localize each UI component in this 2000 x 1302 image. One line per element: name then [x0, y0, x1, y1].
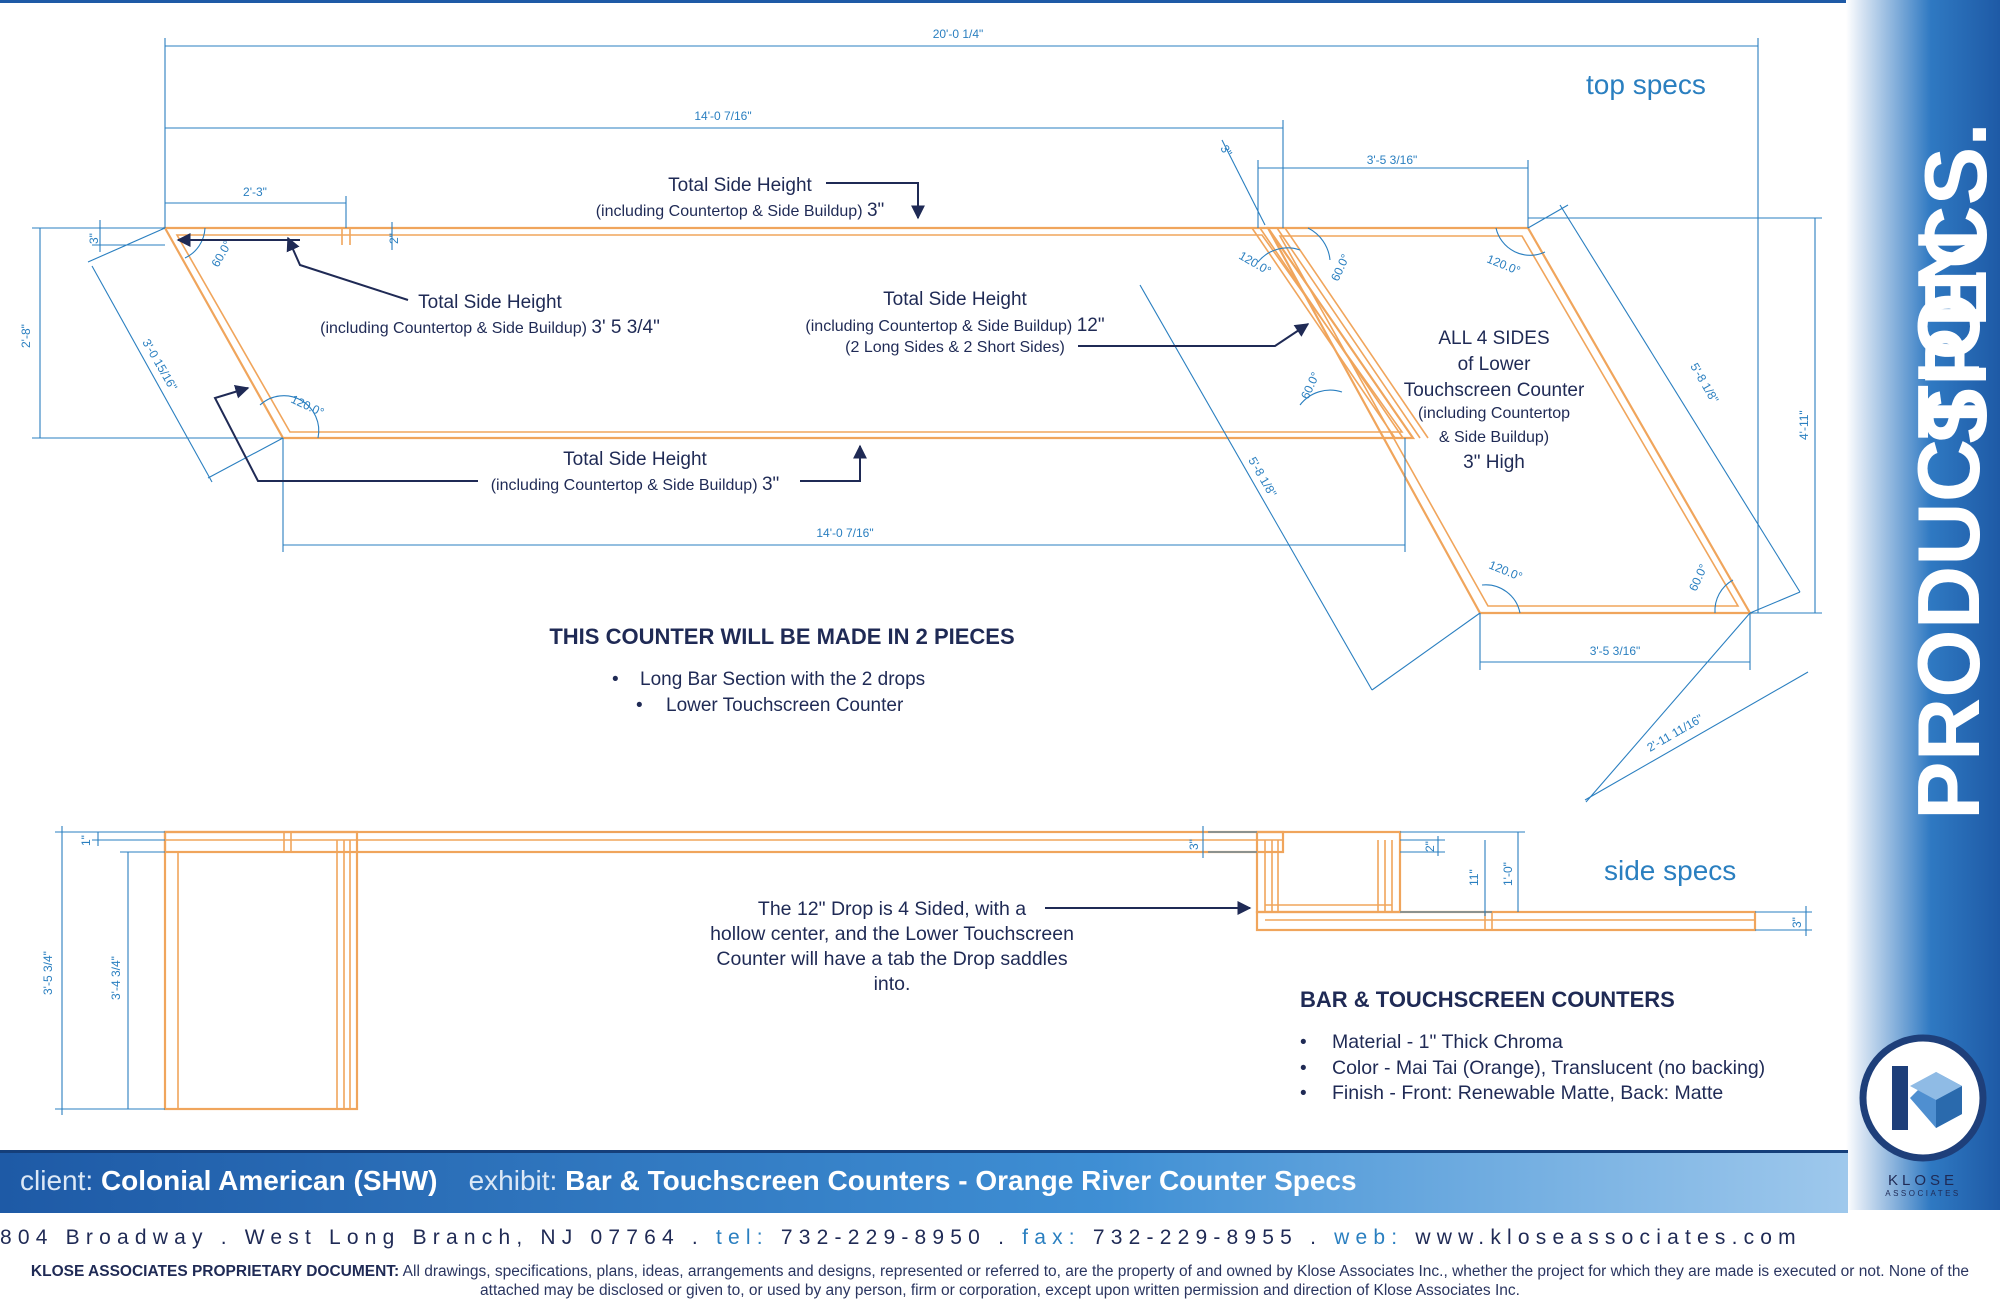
note-touch-4: (including Countertop	[1418, 405, 1570, 422]
side-dim-touch: 3"	[1790, 917, 1804, 928]
dim-touch-bottom: 3'-5 3/16"	[1590, 644, 1641, 658]
touchscreen-counter-side-view	[1255, 910, 1757, 932]
sidebar-title: PRODUCTION SPECS.	[1899, 122, 2000, 820]
note-joint-extra: (2 Long Sides & 2 Short Sides)	[845, 339, 1065, 356]
bar-section-top-view	[163, 226, 1416, 440]
tel-number: 732-229-8950	[780, 1226, 987, 1249]
klose-logo: KLOSE ASSOCIATES	[1858, 1028, 1988, 1198]
title-bar: client: Colonial American (SHW) exhibit:…	[0, 1150, 1848, 1213]
side-dim-drop-2: 2"	[1423, 841, 1437, 852]
logo-line-2: ASSOCIATES	[1885, 1189, 1961, 1198]
note-touch-1: ALL 4 SIDES	[1438, 328, 1549, 349]
title-bar-text: client: Colonial American (SHW) exhibit:…	[20, 1165, 1357, 1196]
angle-label: 60.0°	[1328, 252, 1353, 284]
materials-bullet-1: •	[1300, 1032, 1307, 1053]
angle-label: 120.0°	[289, 392, 327, 419]
disclaimer-heading: KLOSE ASSOCIATES PROPRIETARY DOCUMENT:	[30, 1263, 400, 1280]
side-dim-drop-12: 1'-0"	[1501, 862, 1515, 886]
web-url: www.kloseassociates.com	[1415, 1226, 1802, 1249]
angle-label: 60.0°	[1686, 562, 1711, 594]
side-dim-drop-11: 11"	[1467, 869, 1481, 886]
tel-label: tel:	[716, 1226, 781, 1249]
fax-label: fax:	[1022, 1226, 1093, 1249]
dim-left-depth: 3"	[87, 233, 101, 244]
materials-bullet-3: •	[1300, 1083, 1307, 1104]
note-bottom-edge-title: Total Side Height	[563, 449, 707, 470]
note-drop-title: Total Side Height	[418, 292, 562, 313]
note-touch-5: & Side Buildup)	[1439, 429, 1549, 446]
dim-bar-depth: 2'-8"	[19, 324, 33, 348]
side-dim-joint: 3"	[1187, 839, 1201, 850]
fax-number: 732-229-8955	[1092, 1226, 1299, 1249]
drop-note-line-2: hollow center, and the Lower Touchscreen	[710, 923, 1074, 945]
logo-line-1: KLOSE	[1888, 1172, 1958, 1189]
dim-bar-top-length: 14'-0 7/16"	[694, 109, 751, 123]
side-dim-inner-height: 3'-4 3/4"	[109, 956, 123, 1000]
dim-touch-side-right: 5'-8 1/8"	[1687, 361, 1721, 406]
dim-bar-side: 3'-0 15/16"	[139, 337, 180, 394]
dim-joint: 3"	[1217, 143, 1235, 159]
pieces-item-2: Lower Touchscreen Counter	[666, 695, 904, 716]
joint-drop-top-view	[1251, 227, 1429, 439]
dim-drop-width: 2'-3"	[243, 185, 267, 199]
disclaimer-text: All drawings, specifications, plans, ide…	[399, 1263, 1970, 1299]
note-top-edge-detail: (including Countertop & Side Buildup) 3"	[596, 200, 885, 221]
drop-note-line-3: Counter will have a tab the Drop saddles	[716, 948, 1067, 970]
title-line-1: PRODUCTION	[1899, 228, 1998, 820]
footer-address: 804 Broadway . West Long Branch, NJ 0776…	[0, 1226, 1802, 1249]
dim-overall-width: 20'-0 1/4"	[933, 27, 984, 41]
note-bottom-edge-detail: (including Countertop & Side Buildup) 3"	[491, 474, 780, 495]
pieces-bullet-1: •	[612, 669, 619, 690]
web-label: web:	[1334, 1226, 1416, 1249]
materials-item-3: Finish - Front: Renewable Matte, Back: M…	[1332, 1082, 1723, 1104]
note-drop-detail: (including Countertop & Side Buildup) 3'…	[320, 317, 660, 338]
dim-touch-top: 3'-5 3/16"	[1367, 153, 1418, 167]
note-arrows-top	[176, 182, 1310, 482]
top-rule	[0, 0, 1848, 3]
dim-bar-bottom-length: 14'-0 7/16"	[816, 526, 873, 540]
side-dim-top: 1"	[79, 835, 93, 846]
side-dim-overall-height: 3'-5 3/4"	[41, 951, 55, 995]
street-address: 804 Broadway . West Long Branch, NJ 0776…	[0, 1226, 717, 1249]
production-specs-sidebar: PRODUCTION SPECS.	[1846, 0, 2000, 1210]
dim-drop-depth: 2"	[387, 233, 401, 244]
note-touch-3: Touchscreen Counter	[1404, 380, 1585, 401]
drop-note-line-4: into.	[874, 973, 911, 995]
angle-label: 120.0°	[1487, 558, 1525, 584]
client-label: client	[20, 1165, 86, 1196]
note-top-edge-title: Total Side Height	[668, 175, 812, 196]
materials-item-2: Color - Mai Tai (Orange), Translucent (n…	[1332, 1057, 1765, 1079]
dimension-lines-side	[55, 826, 1812, 1115]
angle-label: 60.0°	[1298, 370, 1323, 402]
note-joint-title: Total Side Height	[883, 289, 1027, 310]
bar-section-side-view	[163, 830, 1402, 1111]
note-touch-6: 3" High	[1463, 452, 1525, 473]
note-touch-2: of Lower	[1458, 354, 1532, 375]
angle-label: 120.0°	[1485, 252, 1523, 278]
pieces-bullet-2: •	[636, 695, 643, 716]
pieces-heading: THIS COUNTER WILL BE MADE IN 2 PIECES	[549, 624, 1014, 649]
side-specs-label: side specs	[1604, 855, 1736, 886]
drop-note-line-1: The 12" Drop is 4 Sided, with a	[758, 898, 1026, 920]
exhibit-label: exhibit	[468, 1165, 550, 1196]
client-value: Colonial American (SHW)	[100, 1165, 438, 1196]
materials-item-1: Material - 1" Thick Chroma	[1332, 1031, 1563, 1053]
angle-arcs	[184, 227, 1734, 614]
top-specs-label: top specs	[1586, 69, 1706, 100]
exhibit-value: Bar & Touchscreen Counters - Orange Rive…	[565, 1165, 1357, 1196]
angle-label: 60.0°	[208, 238, 234, 270]
pieces-item-1: Long Bar Section with the 2 drops	[640, 669, 925, 690]
note-joint-detail: (including Countertop & Side Buildup) 12…	[805, 315, 1104, 336]
dim-touch-height: 4'-11"	[1797, 410, 1811, 440]
title-line-2: SPECS.	[1906, 122, 2000, 445]
proprietary-disclaimer: KLOSE ASSOCIATES PROPRIETARY DOCUMENT: A…	[10, 1262, 1990, 1300]
materials-bullet-2: •	[1300, 1058, 1307, 1079]
materials-heading: BAR & TOUCHSCREEN COUNTERS	[1300, 987, 1675, 1012]
